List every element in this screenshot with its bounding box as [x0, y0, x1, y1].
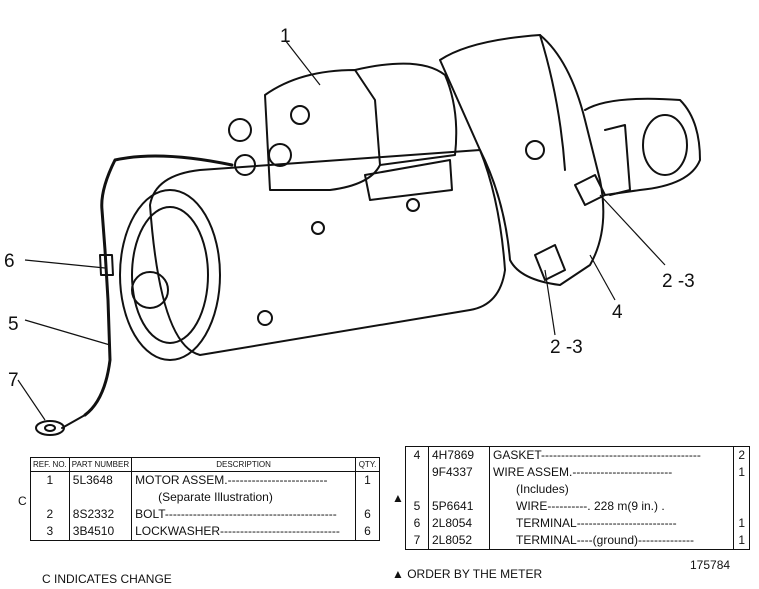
- callout-1: 1: [280, 26, 291, 47]
- parts-table-left: REF. NO. PART NUMBER DESCRIPTION QTY. 1 …: [30, 457, 380, 541]
- callout-6: 6: [4, 251, 15, 272]
- ref-cell: 3: [30, 523, 70, 541]
- desc-cell: (Separate Illustration): [131, 489, 357, 506]
- bolt-lower: [534, 244, 566, 281]
- wire-assembly: [83, 154, 234, 417]
- table-row: (Separate Illustration): [30, 489, 380, 506]
- table-row: 5 5P6641 WIRE----------. 228 m(9 in.) .: [405, 498, 750, 515]
- qty-cell: 1: [738, 516, 746, 530]
- ref-cell: 7: [405, 532, 429, 550]
- motor-housing: [149, 149, 506, 356]
- parts-table-right: 4 4H7869 GASKET-------------------------…: [405, 446, 750, 550]
- desc-cell: TERMINAL----(ground)--------------: [489, 532, 735, 550]
- ref-cell: [405, 481, 429, 498]
- desc-cell: MOTOR ASSEM.-------------------------: [131, 471, 357, 489]
- table-row: 7 2L8052 TERMINAL----(ground)-----------…: [405, 532, 750, 550]
- qty-cell: [734, 481, 750, 498]
- drive-housing: [439, 34, 605, 286]
- qty-cell: [356, 489, 380, 506]
- desc-cell: GASKET----------------------------------…: [489, 446, 735, 464]
- header-qty: QTY.: [355, 457, 380, 472]
- ref-cell: 6: [405, 515, 429, 532]
- table-header-row: REF. NO. PART NUMBER DESCRIPTION QTY.: [30, 457, 380, 472]
- desc-cell: BOLT------------------------------------…: [131, 506, 357, 523]
- qty-cell: 1: [364, 473, 371, 487]
- desc-cell: (Includes): [489, 481, 735, 498]
- table-row: 6 2L8054 TERMINAL-----------------------…: [405, 515, 750, 532]
- callout-4: 4: [612, 302, 623, 323]
- ref-cell: 1: [30, 471, 70, 489]
- table-row: 3 3B4510 LOCKWASHER---------------------…: [30, 523, 380, 541]
- ref-cell: [405, 464, 429, 481]
- part-cell: 4H7869: [428, 446, 490, 464]
- table-row: 4 4H7869 GASKET-------------------------…: [405, 446, 750, 464]
- callout-7: 7: [8, 370, 19, 391]
- qty-cell: 1: [738, 533, 746, 547]
- desc-cell: LOCKWASHER------------------------------: [131, 523, 357, 541]
- qty-cell: 1: [738, 465, 746, 479]
- part-cell: 2L8054: [428, 515, 490, 532]
- part-cell: [428, 481, 490, 498]
- change-note: C INDICATES CHANGE: [42, 572, 172, 586]
- header-ref: REF. NO.: [30, 457, 70, 472]
- qty-cell: 2: [738, 448, 746, 462]
- desc-cell: WIRE----------. 228 m(9 in.) .: [489, 498, 735, 515]
- table-row: 1 5L3648 MOTOR ASSEM.-------------------…: [30, 471, 380, 489]
- callout-2-3-upper: 2 -3: [662, 271, 695, 292]
- figure-number: 175784: [690, 558, 731, 572]
- qty-cell: 6: [364, 507, 371, 521]
- ref-cell: 5: [405, 498, 429, 515]
- part-cell: 2L8052: [428, 532, 490, 550]
- callout-2-3-lower: 2 -3: [550, 337, 583, 358]
- part-cell: 3B4510: [69, 523, 133, 541]
- bolt-upper: [574, 174, 606, 206]
- table-row: (Includes): [405, 481, 750, 498]
- table-row: 9F4337 WIRE ASSEM.----------------------…: [405, 464, 750, 481]
- desc-cell: WIRE ASSEM.-------------------------: [489, 464, 735, 481]
- meter-mark: ▲: [392, 491, 404, 505]
- header-part: PART NUMBER: [69, 457, 133, 472]
- part-cell: [69, 489, 133, 506]
- part-cell: 5L3648: [69, 471, 133, 489]
- part-cell: 8S2332: [69, 506, 133, 523]
- table-row: 2 8S2332 BOLT---------------------------…: [30, 506, 380, 523]
- pinion: [584, 97, 701, 196]
- qty-cell: 6: [364, 524, 371, 538]
- ref-cell: 2: [30, 506, 70, 523]
- part-cell: 9F4337: [428, 464, 490, 481]
- terminal-stud: [228, 118, 252, 142]
- meter-note: ▲ ORDER BY THE METER: [392, 567, 543, 581]
- callout-5: 5: [8, 314, 19, 335]
- header-desc: DESCRIPTION: [131, 457, 357, 472]
- desc-cell: TERMINAL-------------------------: [489, 515, 735, 532]
- change-flag: C: [18, 494, 27, 508]
- ground-terminal: [35, 420, 65, 436]
- motor-end-cap: [119, 189, 221, 361]
- part-cell: 5P6641: [428, 498, 490, 515]
- ref-cell: 4: [405, 446, 429, 464]
- ref-cell: [30, 489, 70, 506]
- solenoid: [264, 69, 381, 191]
- qty-cell: [734, 498, 750, 515]
